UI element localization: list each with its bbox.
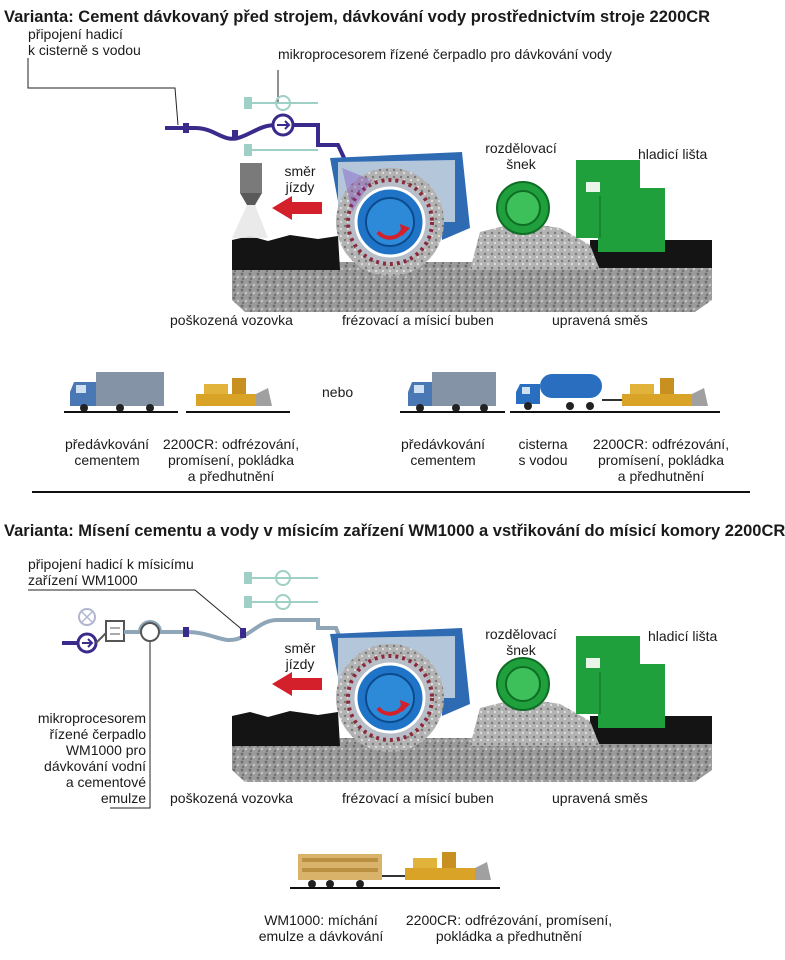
direction-label-2: směr jízdy bbox=[284, 640, 316, 672]
damaged-road-label-2: poškozená vozovka bbox=[170, 790, 293, 806]
mixing-drum-icon bbox=[336, 168, 444, 276]
damaged-road-surface bbox=[232, 235, 340, 270]
pump-icon-2 bbox=[140, 622, 160, 642]
damaged-road-label: poškozená vozovka bbox=[170, 312, 293, 328]
screed-label-2: hladicí lišta bbox=[648, 628, 718, 644]
auger-icon bbox=[496, 181, 550, 235]
wm1000-trailer-icon bbox=[298, 854, 382, 888]
mix-label: upravená směs bbox=[552, 312, 648, 328]
tanker-icon bbox=[516, 374, 622, 410]
auger-icon-2 bbox=[496, 657, 550, 711]
direction-arrow-icon bbox=[272, 196, 322, 220]
hose-leader-line bbox=[27, 58, 179, 126]
scene-1 bbox=[27, 58, 712, 312]
pump2-label: mikroprocesorem řízené čerpadlo WM1000 p… bbox=[37, 710, 146, 806]
pump-label: mikroprocesorem řízené čerpadlo pro dávk… bbox=[278, 46, 612, 62]
box-left-art bbox=[64, 372, 290, 413]
left-box-caption-1: předávkování cementem bbox=[64, 436, 150, 468]
recycler-icon-2 bbox=[622, 378, 708, 406]
drum-label-2: frézovací a mísicí buben bbox=[342, 790, 494, 806]
or-label: nebo bbox=[322, 384, 354, 400]
recycler-icon bbox=[186, 378, 290, 413]
direction-arrow-icon-2 bbox=[272, 672, 322, 696]
truck-icon-2 bbox=[400, 372, 505, 413]
left-box-caption-2: 2200CR: odfrézování, promísení, pokládka… bbox=[162, 436, 300, 484]
scene-2 bbox=[28, 570, 712, 809]
damaged-road-surface-2 bbox=[232, 711, 340, 746]
wm1000-mixer-icon bbox=[62, 608, 125, 654]
right-box-caption-1: předávkování cementem bbox=[400, 436, 486, 468]
recycler-icon-3 bbox=[405, 852, 491, 880]
right-box-caption-3: 2200CR: odfrézování, promísení, pokládka… bbox=[592, 436, 730, 484]
mix-pile-2 bbox=[470, 698, 600, 746]
direction-label: směr jízdy bbox=[284, 163, 316, 195]
pump2-leader-line bbox=[110, 640, 151, 809]
bottom-box-caption-1: WM1000: míchání emulze a dávkování bbox=[258, 912, 384, 944]
cement-hopper-icon bbox=[232, 163, 268, 238]
mixing-drum-icon-2 bbox=[336, 644, 444, 752]
hose2-label: připojení hadicí k mísicímu zařízení WM1… bbox=[28, 556, 194, 588]
screed-label: hladicí lišta bbox=[638, 146, 708, 162]
screed-icon bbox=[576, 160, 665, 252]
mix-pile bbox=[470, 222, 600, 270]
variant-2-title: Varianta: Mísení cementu a vody v mísicí… bbox=[4, 522, 785, 540]
auger-label-2: rozdělovací šnek bbox=[485, 626, 557, 658]
box-right-art bbox=[400, 372, 720, 413]
screed-icon-2 bbox=[576, 636, 665, 728]
auger-label: rozdělovací šnek bbox=[485, 140, 557, 172]
hose2-leader-line bbox=[28, 589, 246, 633]
truck-icon bbox=[64, 372, 178, 413]
variant-1-title: Varianta: Cement dávkovaný před strojem,… bbox=[4, 8, 711, 26]
valve-group bbox=[244, 95, 318, 156]
gravel-base bbox=[232, 262, 712, 312]
bottom-box-caption-2: 2200CR: odfrézování, promísení, pokládka… bbox=[405, 912, 613, 944]
water-pipe bbox=[165, 123, 347, 161]
right-box-caption-2: cisterna s vodou bbox=[518, 436, 568, 468]
hose-label: připojení hadicí k cisterně s vodou bbox=[28, 26, 141, 58]
gravel-base-2 bbox=[232, 738, 712, 782]
valve-group-2 bbox=[244, 570, 318, 610]
drum-label: frézovací a mísicí buben bbox=[342, 312, 494, 328]
bottom-box-art bbox=[290, 852, 500, 889]
mix-label-2: upravená směs bbox=[552, 790, 648, 806]
